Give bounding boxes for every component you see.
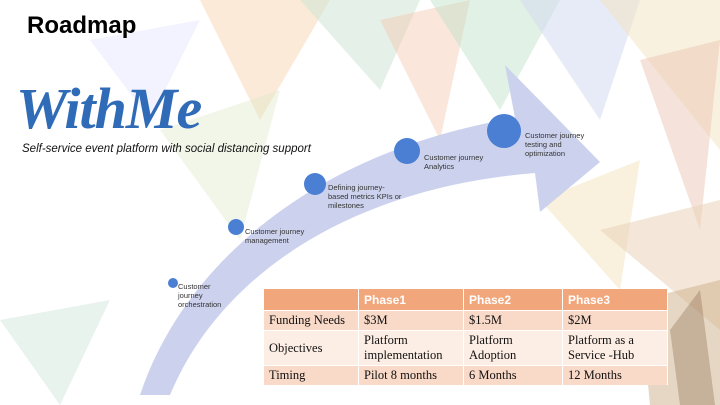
table-row-objectives: Objectives Platform implementation Platf… — [264, 330, 668, 366]
table-cell: $1.5M — [463, 310, 563, 331]
brand-logo: WithMe — [16, 76, 202, 141]
milestone-dot-3 — [304, 173, 326, 195]
row-label: Funding Needs — [264, 310, 359, 331]
tagline: Self-service event platform with social … — [22, 143, 311, 155]
phase-table: Phase1 Phase2 Phase3 Funding Needs $3M $… — [264, 289, 668, 385]
table-cell: 12 Months — [562, 365, 668, 385]
table-header-row: Phase1 Phase2 Phase3 — [264, 289, 668, 311]
milestone-label-4: Customer journey Analytics — [424, 153, 484, 171]
milestone-label-1: Customer journey orchestration — [178, 282, 222, 309]
table-header-phase1: Phase1 — [358, 289, 464, 311]
milestone-dot-4 — [394, 138, 420, 164]
table-header-corner — [264, 289, 359, 311]
table-header-phase2: Phase2 — [463, 289, 563, 311]
table-cell: $2M — [562, 310, 668, 331]
table-cell: Platform as a Service -Hub — [562, 330, 668, 366]
arrow-shape — [140, 65, 600, 395]
table-cell: Pilot 8 months — [358, 365, 464, 385]
table-cell: $3M — [358, 310, 464, 331]
table-cell: Platform implementation — [358, 330, 464, 366]
milestone-label-3: Defining journey- based metrics KPIs or … — [328, 183, 402, 210]
row-label: Objectives — [264, 330, 359, 366]
table-cell: Platform Adoption — [463, 330, 563, 366]
milestone-label-2: Customer journey management — [245, 227, 305, 245]
table-cell: 6 Months — [463, 365, 563, 385]
table-row-timing: Timing Pilot 8 months 6 Months 12 Months — [264, 365, 668, 385]
slide-title: Roadmap — [27, 12, 137, 39]
row-label: Timing — [264, 365, 359, 385]
table-header-phase3: Phase3 — [562, 289, 668, 311]
milestone-dot-5 — [487, 114, 521, 148]
table-row-funding: Funding Needs $3M $1.5M $2M — [264, 310, 668, 331]
milestone-dot-1 — [168, 278, 178, 288]
milestone-label-5: Customer journey testing and optimizatio… — [525, 131, 585, 158]
milestone-dot-2 — [228, 219, 244, 235]
